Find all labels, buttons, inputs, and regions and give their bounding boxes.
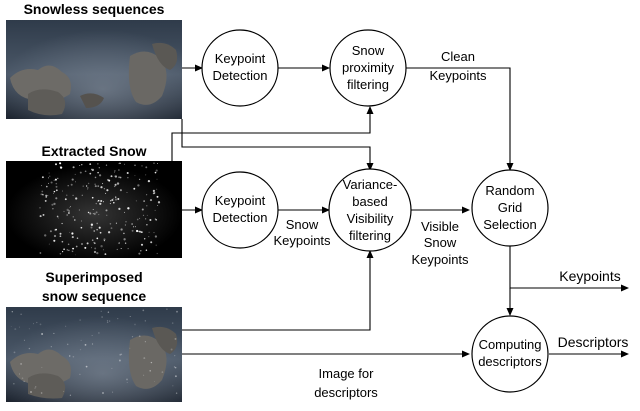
kd2-line2: Detection: [213, 210, 268, 225]
snowless-sequence-image: [6, 20, 182, 119]
superimposed-title-line1: Superimposed: [45, 269, 142, 285]
computing-descriptors-node: Computing descriptors: [471, 315, 549, 393]
edge-snow-to-proximity: [171, 106, 374, 161]
extracted-snow-image: [6, 161, 182, 258]
edge-proximity-to-grid: [406, 67, 514, 171]
proximity-line1: Snow: [352, 43, 385, 58]
descriptors-node-line2: descriptors: [478, 354, 542, 369]
edges: [171, 64, 629, 358]
random-grid-selection-node: Random Grid Selection: [471, 169, 549, 247]
variance-line2: based: [352, 194, 387, 209]
snow-proximity-filtering-node: Snow proximity filtering: [329, 29, 407, 107]
descriptors-node-line1: Computing: [479, 337, 542, 352]
variance-line4: filtering: [349, 228, 391, 243]
superimposed-snow-image: [6, 307, 182, 402]
edge-superimposed-to-variance: [182, 250, 374, 331]
keypoint-detection-node-1: Keypoint Detection: [201, 29, 279, 107]
variance-line3: Visibility: [347, 211, 394, 226]
variance-line1: Variance-: [343, 177, 398, 192]
extracted-snow-title: Extracted Snow: [41, 143, 146, 159]
keypoint-detection-node-2: Keypoint Detection: [201, 171, 279, 249]
visible-snow-keypoints-line1: Visible: [421, 219, 459, 234]
clean-keypoints-label-line1: Clean: [441, 49, 475, 64]
snow-keypoints-label-line1: Snow: [286, 217, 319, 232]
edge-snowless-to-variance: [181, 119, 374, 171]
snowless-sequences-title: Snowless sequences: [24, 1, 165, 17]
variance-visibility-filtering-node: Variance- based Visibility filtering: [328, 168, 412, 252]
visible-snow-keypoints-line3: Keypoints: [411, 252, 469, 267]
grid-line3: Selection: [483, 217, 536, 232]
grid-line2: Grid: [498, 200, 523, 215]
image-for-descriptors-line1: Image for: [319, 366, 375, 381]
image-for-descriptors-line2: descriptors: [314, 385, 378, 400]
proximity-line3: filtering: [347, 77, 389, 92]
kd2-line1: Keypoint: [215, 193, 266, 208]
snow-keypoints-label-line2: Keypoints: [273, 233, 331, 248]
descriptors-output-label: Descriptors: [558, 334, 629, 350]
proximity-line2: proximity: [342, 60, 395, 75]
clean-keypoints-label-line2: Keypoints: [429, 68, 487, 83]
grid-line1: Random: [485, 183, 534, 198]
kd1-line2: Detection: [213, 68, 268, 83]
kd1-line1: Keypoint: [215, 51, 266, 66]
edge-labels: Clean Keypoints Snow Keypoints Visible S…: [273, 49, 628, 400]
keypoints-output-label: Keypoints: [559, 268, 620, 284]
superimposed-title-line2: snow sequence: [42, 288, 146, 304]
visible-snow-keypoints-line2: Snow: [424, 235, 457, 250]
